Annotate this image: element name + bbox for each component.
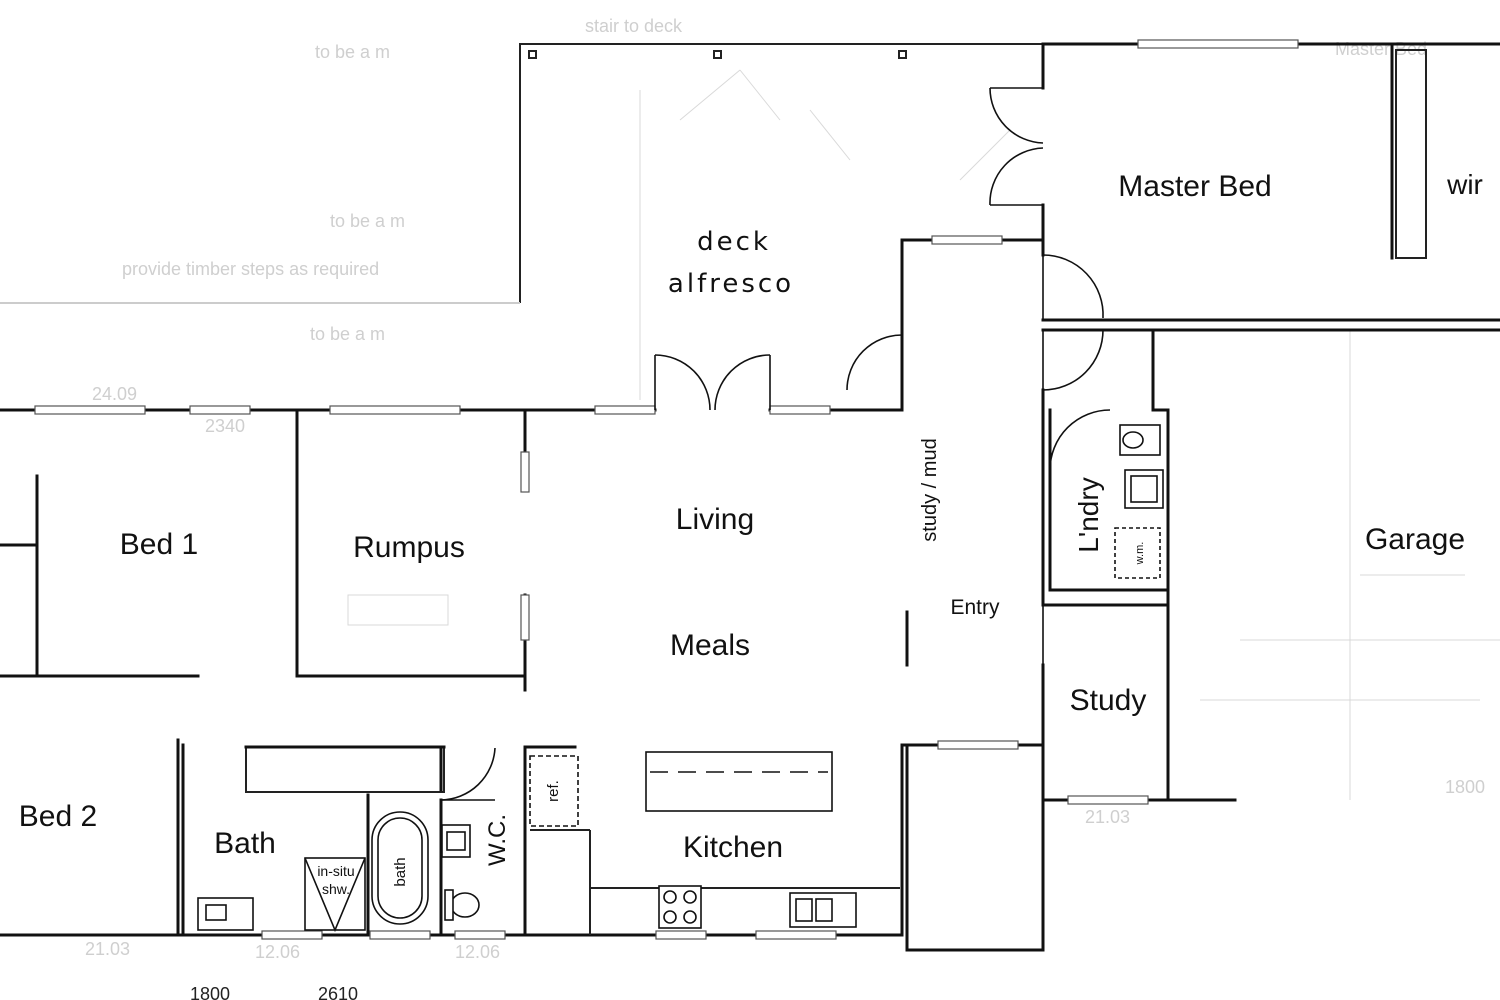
- meals-label: Meals: [670, 629, 750, 662]
- fixtures: w.m. ref. bath in-situ shw.: [197, 424, 1164, 933]
- rumpus-label: Rumpus: [353, 531, 465, 564]
- bed-1-label: Bed 1: [120, 528, 198, 561]
- faint-dim-2: 2340: [205, 416, 245, 436]
- faint-dim-5: 12.06: [455, 942, 500, 962]
- faint-annotations: to be a m stair to deck provide timber s…: [85, 16, 1485, 1000]
- faint-note-5: to be a m: [310, 324, 385, 344]
- dim-1800: 1800: [190, 984, 230, 1000]
- faint-note-1: to be a m: [315, 42, 390, 62]
- bath-room-label: Bath: [214, 827, 276, 860]
- faint-dim-7: 1800: [1445, 777, 1485, 797]
- deck-outline: [0, 43, 1043, 304]
- room-labels: deck alfresco Master Bed wir study / mud…: [19, 169, 1483, 866]
- faint-note-2: stair to deck: [585, 16, 683, 36]
- washing-machine-label: w.m.: [1134, 542, 1146, 566]
- wc-label: W.C.: [484, 814, 511, 866]
- shower-label-1: in-situ: [317, 863, 354, 879]
- walls: [0, 42, 1500, 952]
- deck-label: deck: [697, 227, 771, 257]
- bath-tub-label: bath: [392, 857, 409, 886]
- master-bed-label: Master Bed: [1118, 170, 1271, 203]
- study-label: Study: [1070, 684, 1147, 717]
- faint-dim-3: 21.03: [85, 939, 130, 959]
- living-label: Living: [676, 503, 754, 536]
- entry-label: Entry: [950, 596, 1000, 619]
- dim-2610: 2610: [318, 984, 358, 1000]
- faint-note-4: to be a m: [330, 211, 405, 231]
- kitchen-label: Kitchen: [683, 831, 783, 864]
- bed-2-label: Bed 2: [19, 800, 97, 833]
- windows: [34, 39, 1299, 940]
- doors: [440, 87, 1111, 801]
- wir-label: wir: [1446, 169, 1483, 200]
- faint-dim-4: 12.06: [255, 942, 300, 962]
- shower-label-2: shw.: [322, 881, 350, 897]
- faint-dim-1: 24.09: [92, 384, 137, 404]
- faint-dim-6: 21.03: [1085, 807, 1130, 827]
- study-mud-label: study / mud: [919, 438, 941, 541]
- alfresco-label: alfresco: [668, 269, 794, 299]
- garage-label: Garage: [1365, 523, 1465, 556]
- fridge-label: ref.: [545, 780, 562, 802]
- laundry-label: L'ndry: [1073, 477, 1104, 552]
- faint-note-3: provide timber steps as required: [122, 259, 379, 279]
